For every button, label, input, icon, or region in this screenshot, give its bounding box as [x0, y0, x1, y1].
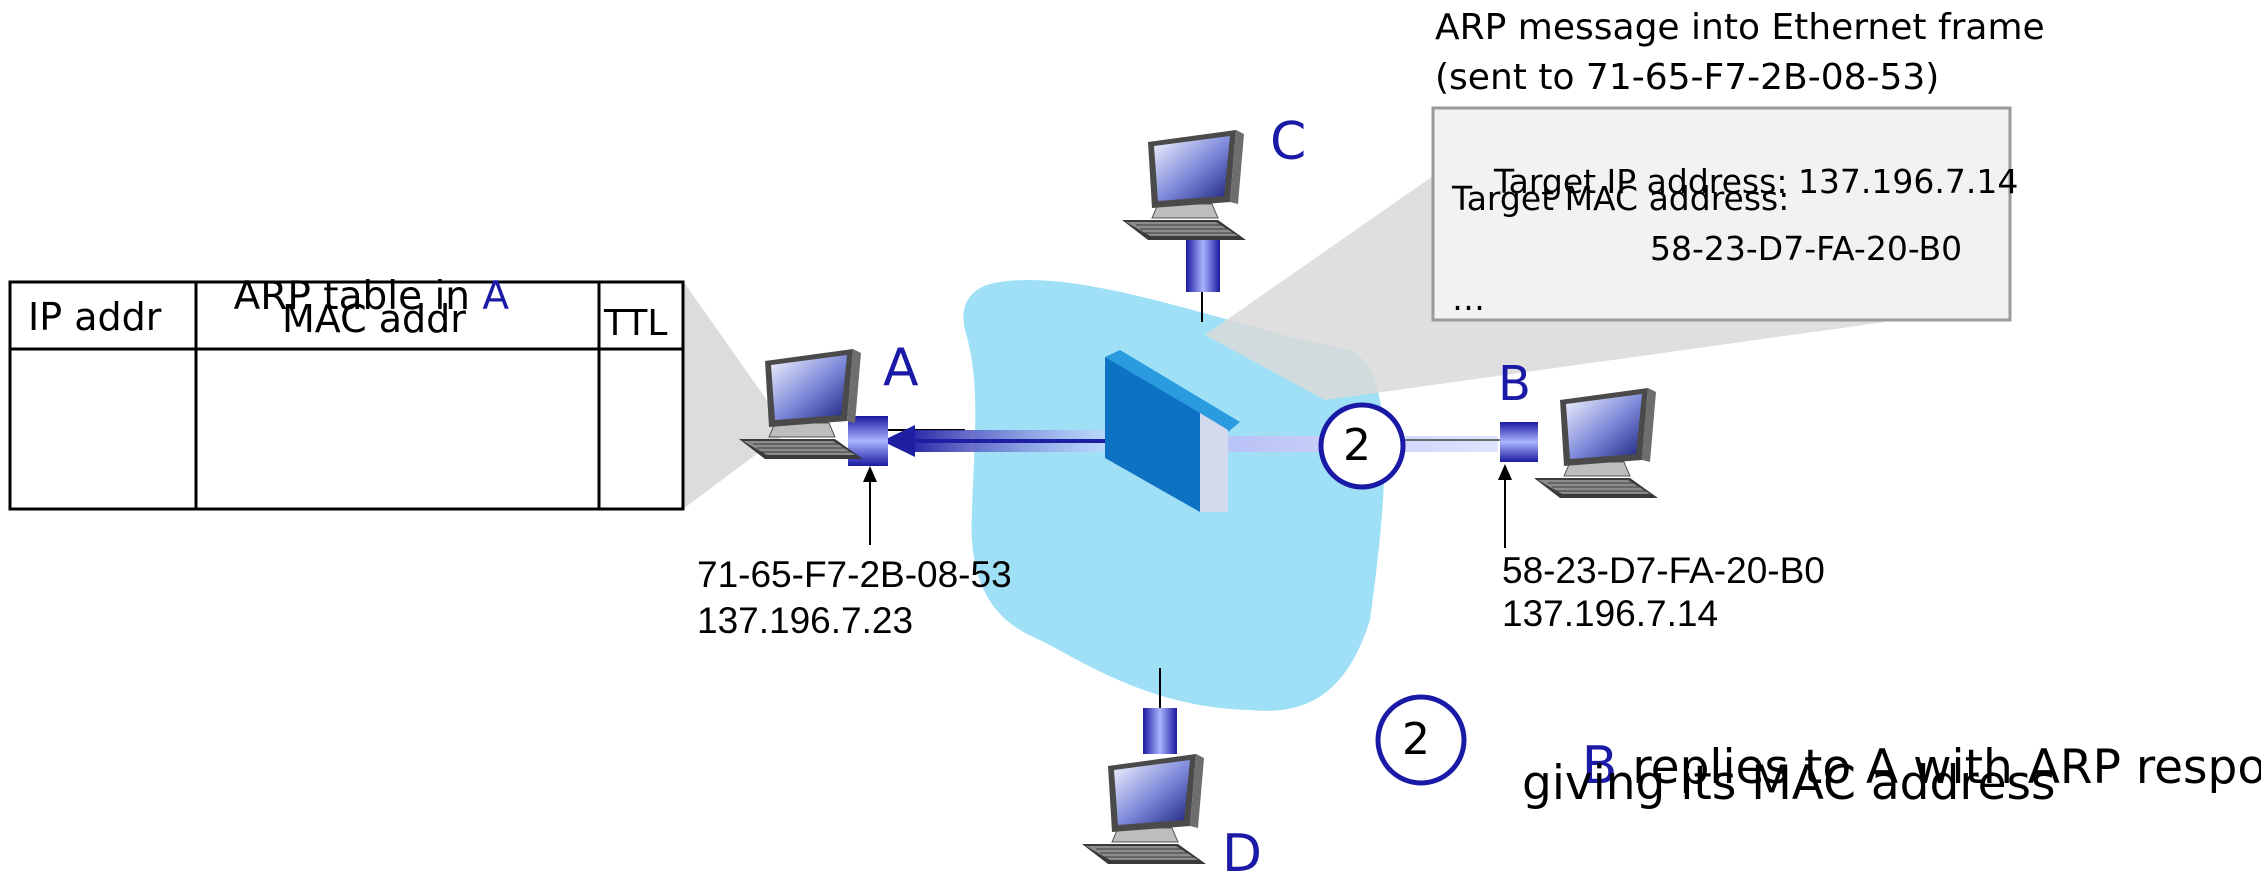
- step-description-line2: giving its MAC address: [1522, 756, 2056, 811]
- arp-header-ip: IP addr: [28, 295, 162, 339]
- host-b-mac: 58-23-D7-FA-20-B0: [1502, 550, 1825, 591]
- computer-b: [1533, 387, 1659, 499]
- arp-header-mac: MAC addr: [282, 297, 466, 341]
- arp-table-title: ARP table in A: [184, 238, 510, 355]
- step-description-rest: replies to A with ARP response,: [1632, 740, 2261, 795]
- host-label-b: B: [1498, 356, 1531, 412]
- host-a-mac: 71-65-F7-2B-08-53: [697, 554, 1012, 595]
- pointer-b-head: [1498, 464, 1512, 480]
- step-marker-link: [1318, 402, 1406, 490]
- arp-header-ttl: TTL: [604, 303, 668, 344]
- frame-caption-line2: (sent to 71-65-F7-2B-08-53): [1435, 57, 1940, 98]
- frame-ellipsis: …: [1452, 279, 1485, 318]
- step-description-host: B: [1581, 736, 1618, 796]
- pointer-a-head: [863, 466, 877, 482]
- arp-table-title-host: A: [482, 274, 510, 319]
- frame-target-mac-label: Target MAC address:: [1452, 179, 1790, 218]
- switch: [1105, 350, 1240, 512]
- host-label-a: A: [883, 338, 919, 398]
- arp-table-zoom-wedge: [683, 281, 790, 509]
- arp-table-title-prefix: ARP table in: [233, 274, 483, 319]
- host-label-d: D: [1222, 824, 1263, 884]
- arp-table: [8, 280, 685, 511]
- host-b-ip: 137.196.7.14: [1502, 593, 1719, 634]
- frame-target-ip-label: Target IP address:: [1493, 162, 1798, 201]
- nic-d: [1143, 708, 1177, 754]
- computer-d: [1081, 753, 1207, 865]
- step-marker-link-number: 2: [1343, 420, 1371, 471]
- host-a-ip: 137.196.7.23: [697, 600, 914, 641]
- step-marker-legend-number: 2: [1402, 714, 1430, 765]
- frame-target-mac-value: 58-23-D7-FA-20-B0: [1650, 229, 1963, 268]
- frame-target-ip: Target IP address: 137.196.7.14: [1452, 132, 2018, 231]
- frame-caption-line1: ARP message into Ethernet frame: [1435, 7, 2045, 48]
- step-description-line1: B replies to A with ARP response,: [1522, 693, 2261, 839]
- frame-box: [1431, 106, 2012, 322]
- nic-b: [1500, 422, 1538, 462]
- host-label-c: C: [1270, 112, 1307, 172]
- frame-target-ip-value: 137.196.7.14: [1797, 162, 2019, 201]
- step-marker-legend: [1375, 694, 1467, 786]
- nic-c: [1186, 240, 1220, 292]
- computer-c: [1121, 129, 1247, 241]
